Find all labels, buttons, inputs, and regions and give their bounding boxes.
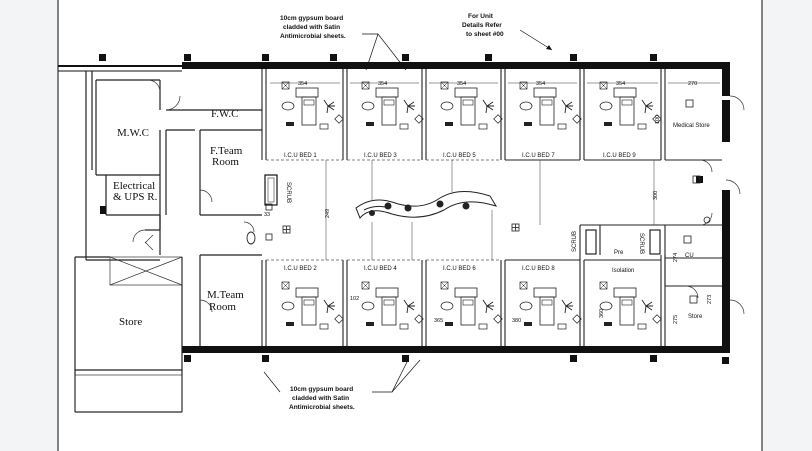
right-block-fixtures (683, 99, 711, 304)
note-unit-line-3: to sheet #00 (466, 31, 504, 38)
note-bottom-board: 10cm gypsum board cladded with Satin Ant… (263, 359, 421, 411)
mwc-label: M.W.C (117, 127, 149, 139)
dim-bay-7: 354 (536, 81, 545, 87)
note-unit-line-1: For Unit (468, 13, 494, 20)
dim-300: 300 (653, 191, 659, 200)
dim-365: 365 (434, 318, 443, 324)
corridor-fixtures (265, 203, 520, 241)
fwc-label: F.W.C (211, 108, 238, 120)
dim-100: 100 (655, 115, 661, 124)
dim-249: 249 (325, 209, 331, 218)
nurse-chairs (369, 200, 470, 216)
dim-270: 270 (688, 81, 697, 87)
bed-label-1: I.C.U BED 1 (284, 153, 317, 159)
note-bottom-line-2: cladded with Satin (292, 395, 349, 402)
dim-360: 360 (599, 309, 605, 318)
right-block-doors (685, 95, 745, 315)
column-markers (99, 54, 729, 364)
isolation-label: Isolation (612, 268, 634, 274)
corridor-service-lines (325, 160, 655, 260)
scrub-label-right-2: SCRUB (638, 233, 644, 254)
left-wing-doors (132, 79, 255, 313)
dim-33: 33 (264, 212, 270, 218)
note-top-line-2: cladded with Satin (283, 24, 340, 31)
medical-store-label: Medical Store (673, 123, 710, 129)
note-unit-ref: For Unit Details Refer to sheet #00 (462, 13, 553, 51)
electrical-label-1: Electrical (113, 180, 155, 192)
dim-102: 102 (350, 296, 359, 302)
dim-273: 273 (707, 295, 713, 304)
scrub-sink-right: SCRUB SCRUB (572, 229, 661, 255)
note-unit-line-2: Details Refer (462, 22, 502, 29)
dim-bay-3: 354 (378, 81, 387, 87)
electrical-panel (100, 206, 106, 214)
store-left-label: Store (119, 316, 142, 328)
exterior-walls (58, 62, 730, 353)
glass-fronts (505, 159, 661, 261)
bed-label-4: I.C.U BED 4 (364, 266, 397, 272)
bed-label-2: I.C.U BED 2 (284, 266, 317, 272)
store-right-label: Store (688, 314, 703, 320)
bed-label-6: I.C.U BED 6 (443, 266, 476, 272)
bed-label-8: I.C.U BED 8 (522, 266, 555, 272)
fteam-label-2: Room (212, 156, 239, 168)
bed-label-9: I.C.U BED 9 (603, 153, 636, 159)
note-top-line-3: Antimicrobial sheets. (280, 33, 346, 40)
note-top-line-1: 10cm gypsum board (280, 15, 343, 22)
mteam-label-2: Room (209, 301, 236, 313)
wc-fixture (246, 231, 256, 245)
fteam-label-1: F.Team (210, 145, 243, 157)
dim-bay-1: 354 (298, 81, 307, 87)
curtain-lines (266, 159, 501, 261)
dim-275: 275 (673, 315, 679, 324)
dim-380: 380 (512, 318, 521, 324)
dim-bay-9: 354 (616, 81, 625, 87)
scrub-label-left: SCRUB (285, 182, 291, 203)
pre-label: Pre (614, 250, 624, 256)
bed-label-7: I.C.U BED 7 (522, 153, 555, 159)
dim-274: 274 (673, 253, 679, 262)
icu-bay-partitions (261, 69, 666, 346)
electrical-label-2: & UPS R. (113, 191, 158, 203)
scrub-label-right-1: SCRUB (572, 231, 578, 252)
note-top-board: 10cm gypsum board cladded with Satin Ant… (280, 15, 407, 71)
right-block-walls (579, 159, 722, 287)
store-left-hatch (74, 256, 183, 413)
bed-label-5: I.C.U BED 5 (443, 153, 476, 159)
note-bottom-line-1: 10cm gypsum board (290, 386, 353, 393)
scrub-sink-left: SCRUB (264, 174, 291, 206)
dim-bay-5: 354 (457, 81, 466, 87)
mteam-label-1: M.Team (207, 289, 244, 301)
note-bottom-line-3: Antimicrobial sheets. (289, 404, 355, 411)
bed-label-3: I.C.U BED 3 (364, 153, 397, 159)
cu-label: CU (685, 253, 694, 259)
